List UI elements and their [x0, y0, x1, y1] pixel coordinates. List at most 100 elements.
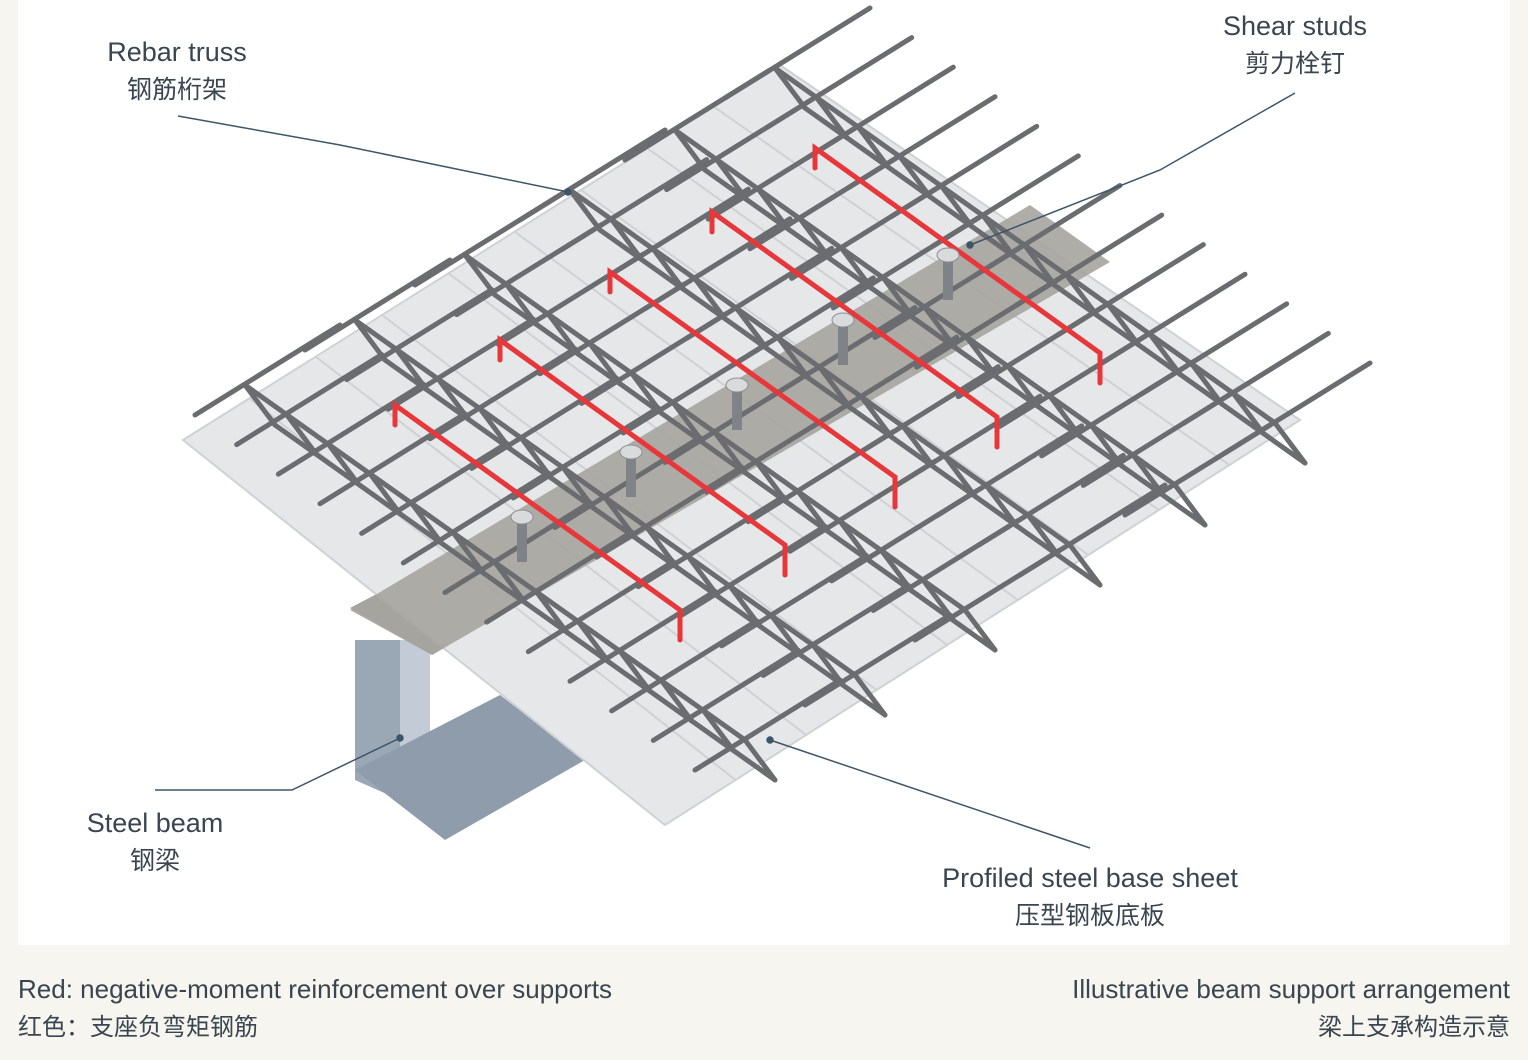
truss-web: [852, 672, 888, 718]
truss-web: [754, 459, 790, 505]
truss-crossbar: [930, 153, 1081, 249]
truss-crossbar: [850, 364, 1001, 460]
truss-crossbar: [192, 322, 343, 418]
truss-crossbar: [302, 257, 453, 353]
truss-web: [519, 435, 555, 481]
truss-web: [922, 305, 958, 350]
truss-crossbar: [234, 352, 385, 448]
truss-crossbar: [525, 559, 676, 655]
label-base-sheet: Profiled steel base sheet 压型钢板底板: [920, 860, 1260, 934]
truss-web: [1172, 482, 1208, 528]
red-rebar: [607, 267, 898, 510]
truss-crossbar: [692, 677, 843, 773]
truss-web: [712, 430, 748, 475]
truss-web: [939, 183, 975, 229]
truss-web: [1189, 361, 1225, 407]
truss-web: [880, 275, 916, 321]
truss-web: [367, 471, 403, 517]
truss-web: [859, 394, 895, 440]
negative-moment-rebar: [392, 143, 1103, 643]
truss-crossbar: [344, 287, 495, 383]
truss-web: [1272, 420, 1308, 466]
stud-head: [936, 247, 960, 263]
truss-web: [795, 489, 831, 535]
label-base-sheet-en: Profiled steel base sheet: [942, 863, 1238, 893]
truss-web: [755, 186, 791, 232]
truss-web: [900, 424, 936, 470]
truss-web: [879, 548, 915, 594]
truss-web: [242, 382, 278, 428]
leader-shear-studs: [969, 92, 1296, 246]
truss-web: [587, 341, 623, 387]
leader-lines: [155, 92, 1296, 849]
truss-web: [534, 589, 570, 635]
truss-web: [672, 127, 708, 173]
truss-crossbar: [510, 405, 661, 501]
truss-crossbar: [764, 35, 915, 131]
truss-web: [734, 305, 770, 351]
truss-web: [1089, 423, 1125, 469]
truss-crossbar: [427, 346, 578, 442]
truss-web: [409, 500, 445, 546]
stud-shank: [732, 385, 742, 430]
red-rebar: [812, 143, 1103, 386]
truss-crossbar: [642, 216, 793, 312]
label-rebar-truss-zh: 钢筋桁架: [126, 75, 227, 104]
truss-web: [772, 65, 808, 111]
label-shear-studs: Shear studs 剪力栓钉: [1206, 8, 1384, 82]
floor-deck-illustration: [155, 5, 1373, 849]
truss-web: [797, 216, 833, 262]
beam-top-strip: [350, 205, 1110, 655]
truss-web: [1105, 302, 1141, 348]
stud-shank: [517, 517, 527, 562]
leader-rebar-truss: [177, 115, 569, 193]
red-rebar: [709, 207, 1000, 450]
truss-web: [1022, 243, 1058, 288]
stud-shank: [943, 255, 953, 300]
truss-web: [670, 400, 706, 446]
truss-web: [575, 619, 611, 665]
truss-web: [650, 246, 686, 292]
truss-crossbar: [567, 588, 718, 684]
truss-crossbar: [359, 440, 510, 536]
leader-steel-beam: [155, 737, 401, 791]
truss-web: [659, 678, 695, 724]
truss-web: [897, 154, 933, 200]
truss-web: [545, 311, 581, 357]
truss-crossbar: [972, 183, 1123, 278]
truss-web: [284, 412, 320, 458]
truss-crossbar: [600, 186, 751, 282]
truss-web: [810, 642, 846, 688]
stud-head: [619, 444, 643, 460]
stud-head: [725, 377, 749, 393]
label-shear-studs-zh: 剪力栓钉: [1244, 49, 1345, 78]
footer-caption: Illustrative beam support arrangement 梁上…: [1072, 970, 1510, 1046]
truss-crossbar: [719, 553, 870, 649]
footer-legend-zh: 红色：支座负弯矩钢筋: [18, 1013, 258, 1041]
truss-crossbar: [469, 375, 620, 471]
truss-web: [1147, 331, 1183, 377]
truss-web: [769, 613, 805, 659]
truss-web: [837, 518, 873, 564]
truss-crossbar: [385, 316, 536, 412]
truss-web: [492, 560, 528, 605]
truss-crossbar: [275, 381, 426, 477]
stud-head: [831, 312, 855, 328]
truss-web: [602, 495, 638, 540]
truss-crossbar: [677, 523, 828, 619]
stud-head: [510, 509, 534, 525]
truss-crossbar: [1055, 242, 1206, 338]
truss-web: [617, 648, 653, 694]
truss-web: [450, 530, 486, 576]
label-rebar-truss-en: Rebar truss: [107, 37, 247, 67]
truss-crossbar: [1014, 212, 1165, 308]
truss-web: [984, 483, 1020, 529]
truss-web: [920, 577, 956, 623]
truss-crossbar: [760, 582, 911, 678]
truss-web: [394, 347, 430, 393]
truss-web: [1230, 390, 1266, 436]
truss-web: [1130, 452, 1166, 498]
truss-web: [1047, 393, 1083, 439]
truss-crossbar: [517, 127, 668, 223]
label-steel-beam-zh: 钢梁: [129, 846, 180, 875]
